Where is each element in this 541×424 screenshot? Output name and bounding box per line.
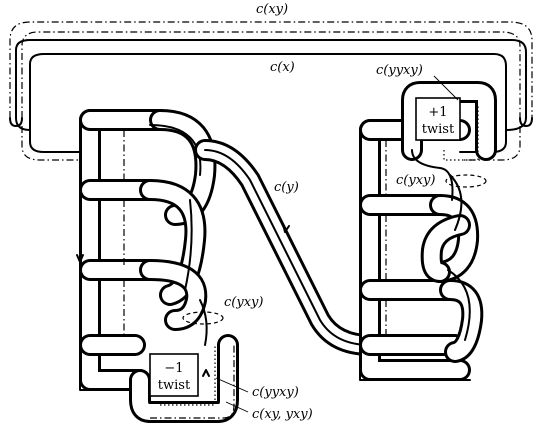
right-band [359, 119, 471, 381]
plus-twist-line2: twist [422, 122, 455, 137]
right-hook-2 [505, 109, 527, 131]
left-arc-3-in [142, 262, 205, 328]
leader-cyyxy-bottom [215, 377, 249, 393]
left-band-core [79, 151, 141, 391]
minus-twist-box: −1 twist [149, 353, 199, 397]
curve-cx-top-inner [29, 53, 507, 111]
left-connector-dash [21, 126, 80, 161]
leader-cxy-yxy [225, 401, 249, 413]
right-arc-core [447, 174, 471, 341]
curve-cxy-outer [9, 21, 533, 118]
diagonal-strand-core [204, 149, 371, 346]
plus-twist-line1: +1 [428, 105, 447, 120]
right-arc-1-in [432, 197, 477, 280]
bl-to-band [199, 299, 208, 346]
bl-circle-cyxy [182, 311, 224, 325]
tr-loop-dotted [443, 104, 479, 161]
label-cy: c(y) [274, 180, 299, 195]
diagonal-arrow [282, 223, 290, 233]
left-arc-core [149, 124, 202, 291]
left-band [79, 109, 171, 391]
right-connector-dash [462, 126, 521, 161]
left-arc-2-in [142, 182, 204, 303]
bl-arrow [202, 369, 210, 377]
label-cyxy-left: c(yxy) [224, 295, 263, 310]
right-hook [519, 117, 533, 127]
plus-twist-box: +1 twist [415, 97, 461, 141]
right-band-core [359, 139, 471, 381]
label-cxy-yxy: c(xy, yxy) [252, 407, 313, 422]
bl-loop-dash [150, 345, 235, 419]
right-arc-2-in [442, 282, 481, 360]
bl-loop-in [132, 337, 236, 420]
right-arc-3-in [423, 217, 468, 280]
label-cxy: c(xy) [256, 2, 288, 17]
tr-circle-cyxy [445, 174, 487, 188]
curve-cx-top [15, 39, 527, 119]
label-cyyxy-top: c(yyxy) [376, 63, 423, 78]
label-cx: c(x) [270, 60, 295, 75]
minus-twist-line2: twist [158, 378, 191, 393]
left-band-arrow [76, 254, 84, 263]
left-connector [29, 129, 81, 153]
tr-loop-in [404, 84, 494, 158]
left-hook [9, 117, 23, 127]
label-cyxy-right: c(yxy) [396, 173, 435, 188]
label-cyyxy-bottom: c(yyxy) [252, 385, 299, 400]
left-hook-2 [15, 109, 31, 131]
minus-twist-line1: −1 [164, 361, 183, 376]
leader-cyyxy-top [433, 75, 459, 101]
